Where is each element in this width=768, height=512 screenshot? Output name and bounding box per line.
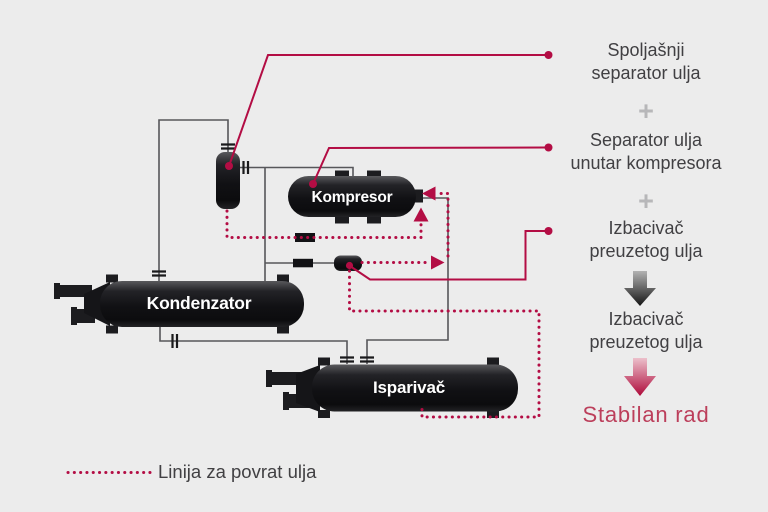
benefit-oil-ejector: Izbacivač preuzetog ulja <box>527 217 765 262</box>
liquid-line-valve <box>293 258 313 268</box>
condenser-tank <box>54 274 304 334</box>
benefit-internal-separator: Separator ulja unutar kompresora <box>527 129 765 174</box>
benefit-text-line: preuzetog ulja <box>589 331 703 352</box>
benefit-text-line: Izbacivač <box>608 218 684 238</box>
compressor-label: Kompresor <box>311 189 393 206</box>
external-oil-separator-tank <box>216 152 240 209</box>
benefit-text-line: separator ulja <box>591 62 701 83</box>
benefit-text-line: Separator ulja <box>589 130 703 150</box>
oil-return-dotted-lines <box>66 192 541 474</box>
separator-anchor-dot <box>225 162 233 170</box>
benefit-text-line: unutar kompresora <box>570 152 722 173</box>
benefit-text-line: Izbacivač <box>608 309 684 329</box>
evaporator-tank <box>266 357 518 418</box>
legend-label: Linija za povrat ulja <box>158 461 317 482</box>
valve-ticks <box>152 143 374 363</box>
compressor-anchor-dot <box>309 180 317 188</box>
oil-flow-arrows <box>413 186 445 270</box>
plus-icon: + <box>638 96 654 126</box>
arrow-right-icon <box>431 255 445 270</box>
down-arrow-red-icon <box>624 358 656 396</box>
plus-icon: + <box>638 186 654 216</box>
benefit-text-line: preuzetog ulja <box>589 240 703 261</box>
result-text: Stabilan rad <box>582 402 710 427</box>
benefit-external-separator: Spoljašnji separator ulja <box>527 39 765 84</box>
callout-pointer-lines <box>228 54 546 281</box>
oil-return-valve <box>295 233 315 242</box>
benefit-oil-ejector-2: Izbacivač preuzetog ulja <box>527 308 765 353</box>
evaporator-label: Isparivač <box>373 378 445 397</box>
ejector-anchor-dot <box>345 261 354 270</box>
arrow-left-icon <box>422 186 436 201</box>
benefit-text-line: Spoljašnji <box>607 40 685 60</box>
arrow-up-icon <box>413 207 429 222</box>
callout-endpoint-dots <box>225 51 553 270</box>
compressor-suction-nozzle <box>413 189 423 203</box>
down-arrow-dark-icon <box>624 271 656 306</box>
condenser-label: Kondenzator <box>146 293 252 313</box>
compressor-tank <box>288 170 423 224</box>
refrigerant-piping <box>158 119 449 364</box>
